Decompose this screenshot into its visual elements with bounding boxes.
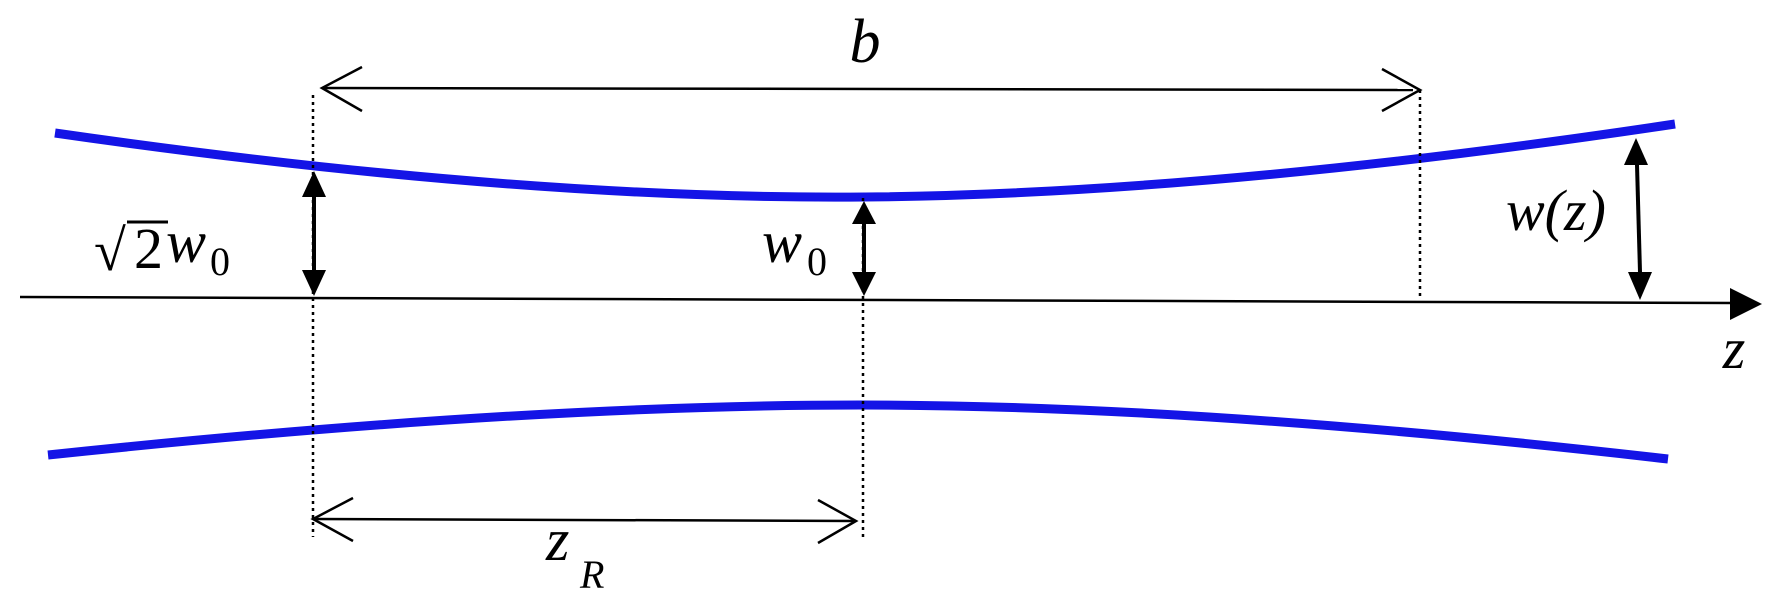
svg-text:w: w (762, 209, 802, 275)
beam-lower-envelope (47, 400, 1669, 464)
z-axis-label: z (1722, 316, 1746, 381)
svg-text:2: 2 (134, 216, 163, 281)
z-axis-arrowhead (1730, 288, 1762, 320)
radius-label: w(z) (1506, 178, 1606, 243)
rayleigh-range-label: z R (545, 507, 604, 597)
confocal-parameter-label: b (850, 8, 881, 76)
waist-label: w 0 (762, 209, 827, 284)
z-axis-line (19, 295, 1736, 305)
svg-text:w: w (166, 209, 206, 275)
svg-text:z: z (545, 507, 569, 573)
sqrt2-waist-label: √ 2 w 0 (94, 209, 230, 284)
rayleigh-range-arrow (310, 496, 859, 545)
confocal-parameter-arrow (319, 65, 1423, 113)
radius-double-arrow (1624, 138, 1652, 300)
sqrt2-waist-double-arrow (302, 171, 326, 296)
waist-double-arrow (852, 201, 876, 296)
svg-text:0: 0 (210, 239, 230, 284)
beam-upper-envelope (54, 119, 1676, 202)
svg-text:R: R (579, 552, 604, 597)
svg-text:0: 0 (807, 239, 827, 284)
svg-text:√: √ (94, 218, 126, 283)
